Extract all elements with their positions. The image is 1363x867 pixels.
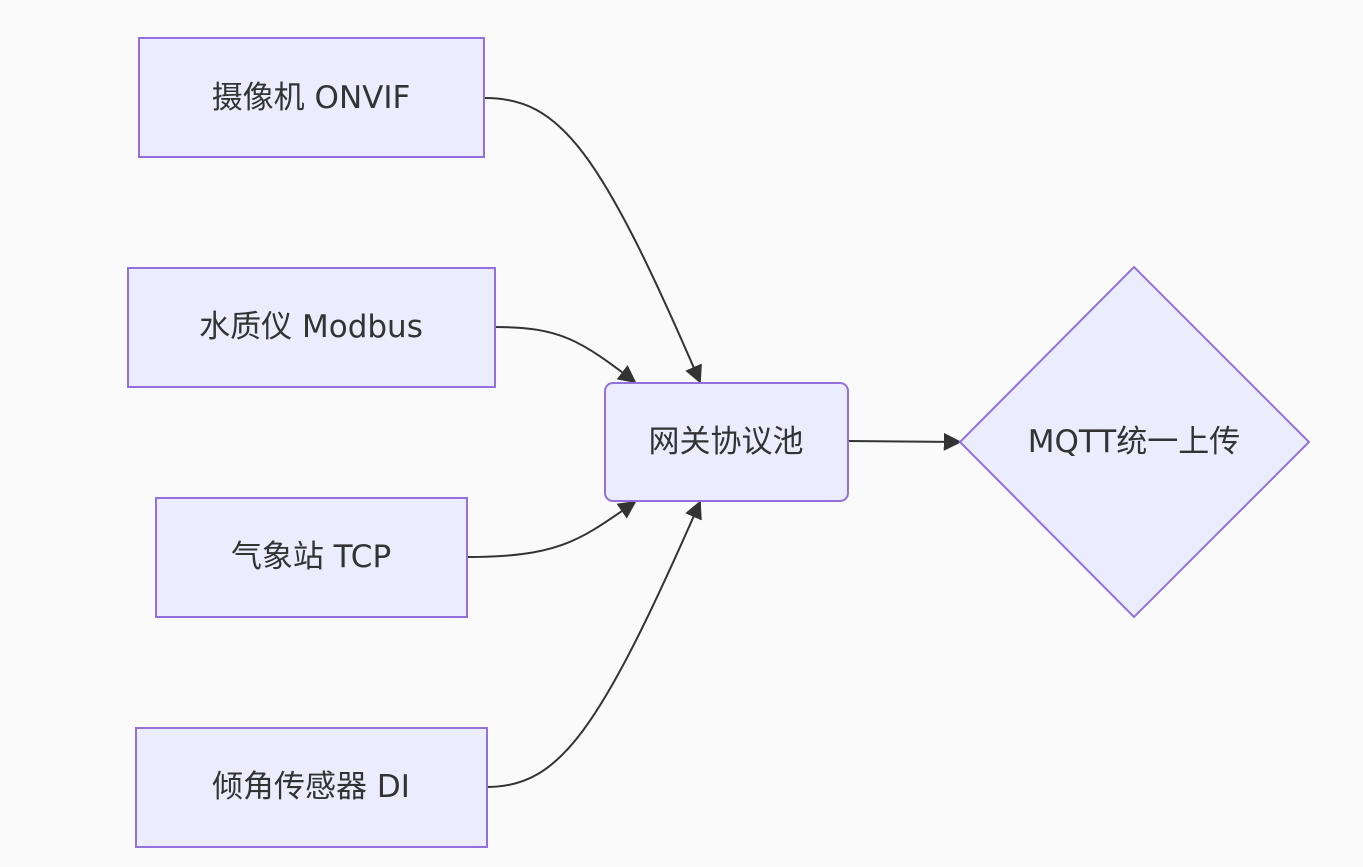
edge-tilt-to-gateway	[486, 500, 702, 788]
node-camera-label: 摄像机 ONVIF	[212, 80, 411, 116]
node-gateway-label: 网关协议池	[649, 424, 804, 460]
node-water-quality[interactable]: 水质仪 Modbus	[127, 267, 496, 388]
node-tilt-sensor[interactable]: 倾角传感器 DI	[135, 727, 488, 848]
node-mqtt-label: MQTT统一上传	[1028, 424, 1240, 460]
node-tilt-sensor-label: 倾角传感器 DI	[212, 769, 410, 805]
edge-weather-to-gateway	[466, 500, 637, 558]
node-weather-station-label: 气象站 TCP	[231, 539, 391, 575]
node-gateway[interactable]: 网关协议池	[604, 382, 849, 502]
edge-camera-to-gateway	[484, 97, 702, 384]
node-camera[interactable]: 摄像机 ONVIF	[138, 37, 485, 158]
edge-gateway-to-mqtt	[847, 432, 962, 451]
edge-water-to-gateway	[494, 326, 637, 384]
node-water-quality-label: 水质仪 Modbus	[199, 309, 423, 345]
node-weather-station[interactable]: 气象站 TCP	[155, 497, 468, 618]
node-mqtt[interactable]: MQTT统一上传	[958, 265, 1311, 619]
